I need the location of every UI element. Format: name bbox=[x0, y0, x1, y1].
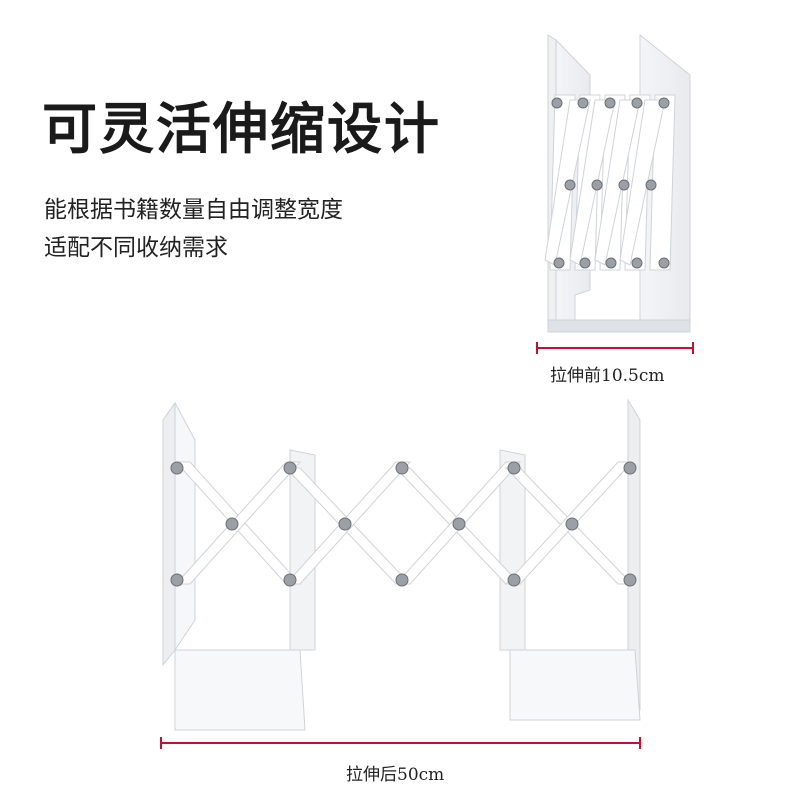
description-line-1: 能根据书籍数量自由调整宽度 bbox=[44, 197, 343, 223]
description-line-2: 适配不同收纳需求 bbox=[44, 235, 228, 261]
after-stretch-label: 拉伸后50cm bbox=[346, 765, 445, 785]
before-stretch-label: 拉伸前10.5cm bbox=[550, 366, 665, 386]
headline: 可灵活伸缩设计 bbox=[42, 97, 442, 161]
